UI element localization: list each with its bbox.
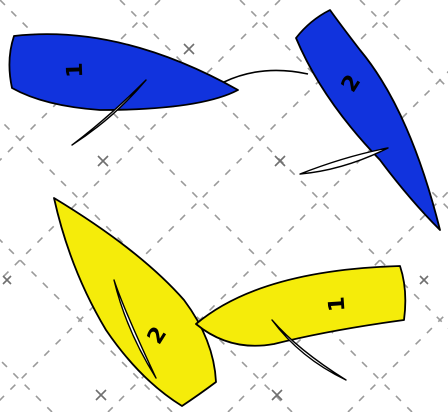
- boat-number: 1: [63, 62, 89, 78]
- cross-mark-icon: [3, 276, 11, 284]
- boat-blue-2: 2: [296, 10, 440, 230]
- boat-hull: [296, 10, 440, 230]
- boat-blue-1: 1: [9, 34, 238, 145]
- cross-mark-icon: [96, 390, 106, 400]
- boat-hull: [196, 266, 405, 346]
- cross-mark-icon: [275, 156, 285, 166]
- connecting-line: [224, 70, 308, 82]
- boat-number: 1: [324, 296, 350, 313]
- cross-mark-icon: [98, 156, 108, 166]
- boat-hull: [9, 34, 238, 110]
- cross-mark-icon: [272, 390, 282, 400]
- boat-yellow-1: 1: [196, 266, 405, 380]
- cross-mark-icon: [420, 276, 428, 284]
- cross-mark-icon: [184, 44, 194, 54]
- sail-icon: [300, 148, 388, 174]
